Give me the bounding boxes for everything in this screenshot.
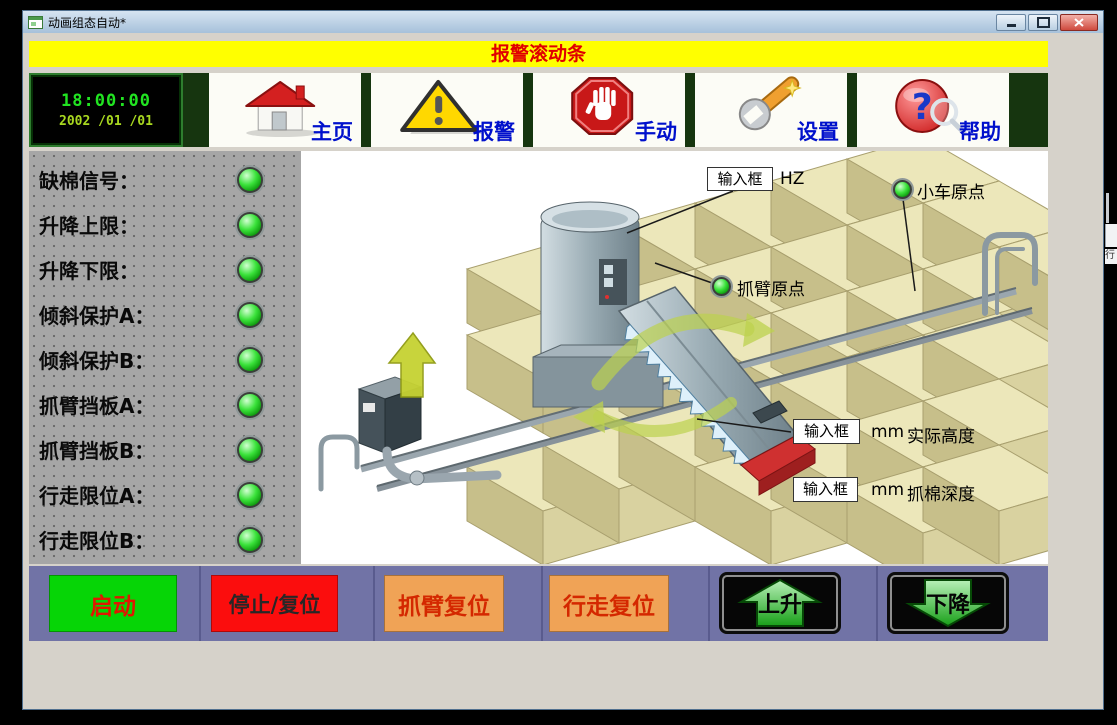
status-label: 行走限位B： bbox=[39, 529, 155, 553]
down-button[interactable]: 下降 bbox=[887, 572, 1009, 634]
height-unit-label: mm bbox=[871, 422, 905, 442]
status-label: 升降上限： bbox=[39, 214, 139, 238]
status-row: 升降上限： bbox=[29, 202, 301, 247]
status-led bbox=[237, 481, 263, 508]
up-button-label: 上升 bbox=[757, 593, 802, 618]
control-bar-divider bbox=[199, 566, 201, 641]
status-label: 升降下限： bbox=[39, 259, 139, 283]
machine-diagram: 输入框 HZ 小车原点 抓臂原点 输入框 mm 实际高度 输入框 mm 抓棉深度 bbox=[301, 151, 1048, 564]
title-bar[interactable]: 动画组态自动* bbox=[23, 11, 1103, 33]
clock-display: 18:00:00 2002 /01 /01 bbox=[29, 73, 183, 147]
toolbar-button-label: 设置 bbox=[797, 120, 839, 144]
background-window-fragment bbox=[1106, 193, 1109, 223]
status-label: 缺棉信号： bbox=[39, 169, 139, 193]
minimize-icon bbox=[1006, 24, 1016, 27]
toolbar-button-label: 主页 bbox=[311, 120, 353, 144]
close-button[interactable] bbox=[1060, 13, 1098, 31]
status-label: 抓臂挡板B： bbox=[39, 439, 155, 463]
status-led bbox=[237, 301, 263, 328]
background-window-fragment: 行 bbox=[1105, 249, 1117, 264]
arm-origin-label: 抓臂原点 bbox=[737, 280, 805, 300]
maximize-icon bbox=[1036, 16, 1050, 28]
status-label: 倾斜保护B： bbox=[39, 349, 155, 373]
status-label: 抓臂挡板A： bbox=[39, 394, 155, 418]
control-bar-divider bbox=[541, 566, 543, 641]
toolbar-separator bbox=[183, 73, 209, 147]
down-arrow-icon bbox=[905, 579, 991, 628]
app-icon bbox=[28, 15, 43, 29]
control-bar-divider bbox=[373, 566, 375, 641]
minimize-button[interactable] bbox=[996, 13, 1026, 31]
toolbar-separator bbox=[523, 73, 533, 147]
toolbar: 18:00:00 2002 /01 /01 主页 报警 bbox=[29, 73, 1048, 147]
status-led bbox=[237, 436, 263, 463]
status-row: 倾斜保护B： bbox=[29, 337, 301, 382]
settings-wrench-icon bbox=[738, 76, 802, 131]
cart-origin-led bbox=[893, 180, 912, 199]
status-label: 倾斜保护A： bbox=[39, 304, 155, 328]
control-bar-divider bbox=[708, 566, 710, 641]
frequency-input[interactable]: 输入框 bbox=[707, 167, 773, 191]
toolbar-button-settings[interactable]: 设置 bbox=[695, 73, 847, 147]
arm-reset-button[interactable]: 抓臂复位 bbox=[384, 575, 504, 632]
status-row: 抓臂挡板A： bbox=[29, 382, 301, 427]
alarm-icon bbox=[400, 80, 483, 134]
clock-time: 18:00:00 bbox=[61, 91, 151, 111]
status-row: 升降下限： bbox=[29, 247, 301, 292]
alarm-marquee: 报警滚动条 bbox=[29, 41, 1048, 67]
manual-stop-hand-icon bbox=[571, 77, 634, 135]
control-bar-divider bbox=[876, 566, 878, 641]
toolbar-button-help[interactable]: ? 帮助 bbox=[857, 73, 1009, 147]
app-window: 动画组态自动* 报警滚动条 18:00:00 2002 /01 /01 bbox=[22, 10, 1104, 710]
down-button-label: 下降 bbox=[925, 593, 970, 618]
help-icon: ? bbox=[895, 79, 967, 136]
toolbar-separator bbox=[361, 73, 371, 147]
window-controls bbox=[996, 13, 1098, 31]
toolbar-button-alarm[interactable]: 报警 bbox=[371, 73, 523, 147]
control-bar: 启动 停止/复位 抓臂复位 行走复位 上升 下降 bbox=[29, 566, 1048, 641]
start-button[interactable]: 启动 bbox=[49, 575, 177, 632]
machine-illustration bbox=[318, 151, 1048, 564]
status-led bbox=[237, 391, 263, 418]
status-row: 抓臂挡板B： bbox=[29, 427, 301, 472]
close-icon bbox=[1074, 17, 1084, 27]
toolbar-separator bbox=[685, 73, 695, 147]
up-button[interactable]: 上升 bbox=[719, 572, 841, 634]
clock-date: 2002 /01 /01 bbox=[59, 114, 153, 129]
depth-label: 抓棉深度 bbox=[907, 485, 975, 505]
home-icon bbox=[245, 81, 319, 137]
toolbar-button-label: 手动 bbox=[635, 120, 677, 144]
up-arrow-icon bbox=[737, 578, 823, 627]
background-window-fragment bbox=[1105, 224, 1117, 247]
freq-unit-label: HZ bbox=[780, 169, 805, 189]
toolbar-button-manual[interactable]: 手动 bbox=[533, 73, 685, 147]
status-led bbox=[237, 256, 263, 283]
status-row: 行走限位A： bbox=[29, 472, 301, 517]
depth-unit-label: mm bbox=[871, 480, 905, 500]
svg-text:?: ? bbox=[912, 87, 933, 128]
status-led bbox=[237, 526, 263, 553]
status-row: 缺棉信号： bbox=[29, 157, 301, 202]
toolbar-separator bbox=[847, 73, 857, 147]
toolbar-button-label: 报警 bbox=[473, 120, 515, 144]
stop-reset-button[interactable]: 停止/复位 bbox=[211, 575, 338, 632]
height-label: 实际高度 bbox=[907, 427, 975, 447]
status-row: 倾斜保护A： bbox=[29, 292, 301, 337]
arm-origin-led bbox=[712, 277, 731, 296]
status-panel: 缺棉信号： 升降上限： 升降下限： 倾斜保护A： 倾斜保护B： 抓臂挡板A： 抓… bbox=[29, 151, 301, 564]
maximize-button[interactable] bbox=[1028, 13, 1058, 31]
toolbar-button-label: 帮助 bbox=[959, 120, 1001, 144]
status-led bbox=[237, 211, 263, 238]
status-row: 行走限位B： bbox=[29, 517, 301, 562]
window-title: 动画组态自动* bbox=[48, 15, 127, 30]
walk-reset-button[interactable]: 行走复位 bbox=[549, 575, 669, 632]
status-label: 行走限位A： bbox=[39, 484, 155, 508]
grab-depth-input[interactable]: 输入框 bbox=[793, 477, 858, 502]
cart-origin-label: 小车原点 bbox=[917, 183, 985, 203]
status-led bbox=[237, 346, 263, 373]
toolbar-button-home[interactable]: 主页 bbox=[209, 73, 361, 147]
toolbar-separator bbox=[1009, 73, 1048, 147]
status-led bbox=[237, 166, 263, 193]
actual-height-input[interactable]: 输入框 bbox=[793, 419, 860, 444]
